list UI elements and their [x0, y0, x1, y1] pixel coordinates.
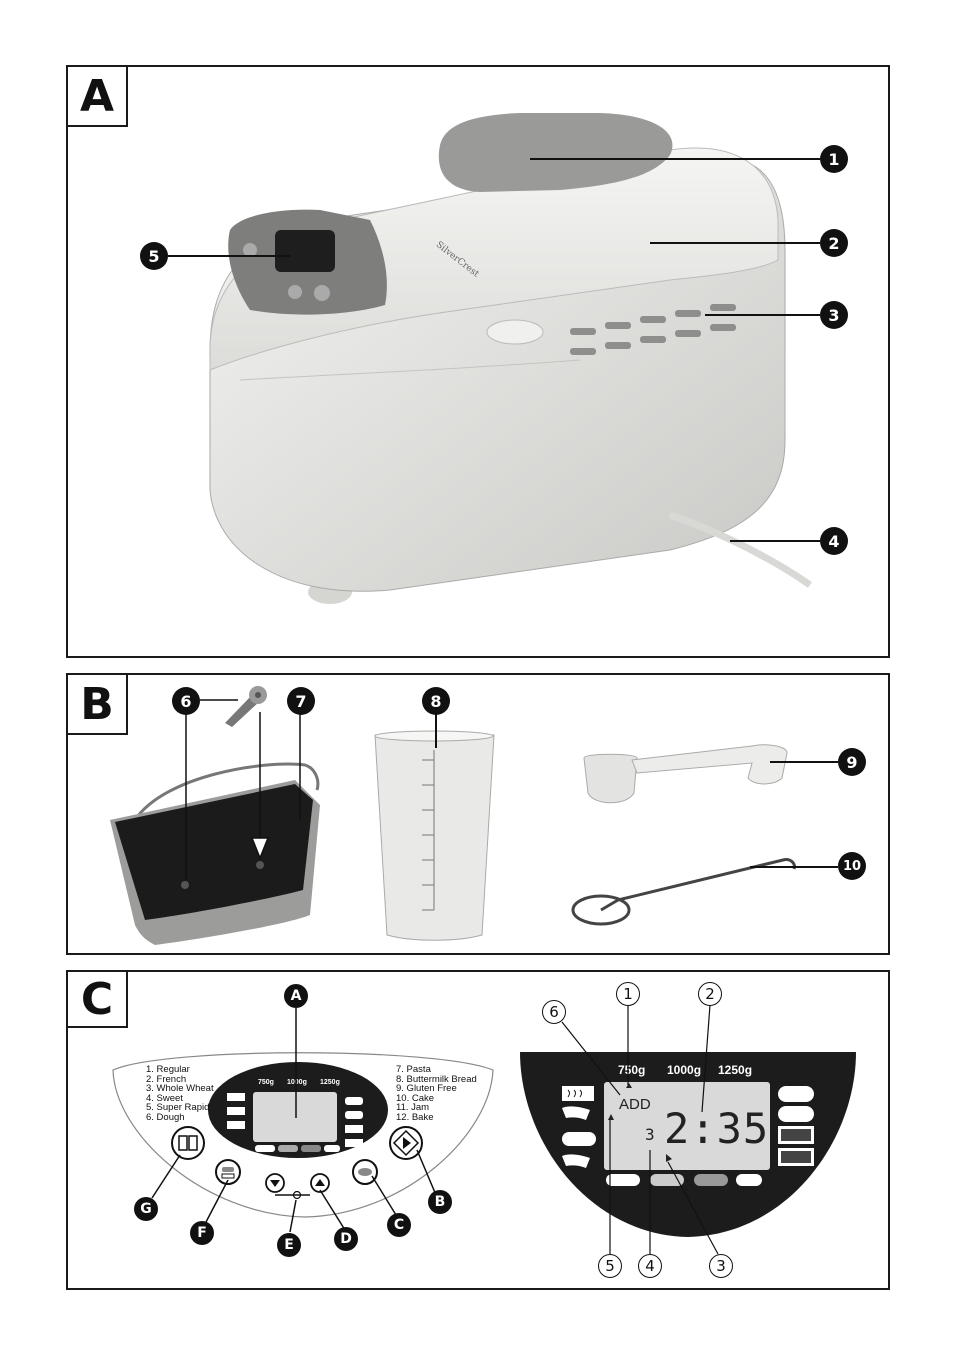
add-indicator: ADD	[619, 1096, 651, 1113]
callout-num-2: 2	[698, 982, 722, 1006]
disp-weight-1250: 1250g	[718, 1063, 753, 1077]
menu-left-item: 5. Super Rapid	[146, 1102, 210, 1114]
panel-b-label: B	[66, 673, 128, 735]
crust-button[interactable]	[351, 1158, 379, 1186]
callout-letter-f: F	[190, 1221, 214, 1245]
cp-weight-1000: 1000g	[287, 1079, 307, 1086]
panel-a-label: A	[66, 65, 128, 127]
start-stop-button[interactable]	[388, 1125, 424, 1161]
kneading-blade-illustration	[225, 686, 267, 727]
menu-right-item: 7. Pasta	[396, 1064, 431, 1075]
panel-a	[66, 65, 890, 658]
leader-2	[650, 242, 820, 244]
callout-letter-a: A	[284, 984, 308, 1008]
callout-num-1: 1	[616, 982, 640, 1006]
callout-9: 9	[838, 748, 866, 776]
leader-1	[530, 158, 820, 160]
bread-maker-illustration	[209, 113, 813, 604]
leader-10	[750, 866, 838, 868]
menu-left-item: 2. French	[146, 1073, 187, 1085]
time-readout: 2:35	[664, 1104, 770, 1153]
weight-button[interactable]	[214, 1158, 242, 1186]
display-enlarged	[520, 1052, 856, 1237]
callout-letter-d: D	[334, 1227, 358, 1251]
callout-letter-b: B	[428, 1190, 452, 1214]
callout-letter-g: G	[134, 1197, 158, 1221]
callout-letter-e: E	[277, 1233, 301, 1257]
time-up-button[interactable]	[309, 1172, 331, 1194]
panel-b	[66, 673, 890, 955]
measuring-spoon-illustration	[583, 744, 788, 804]
time-down-button[interactable]	[264, 1172, 286, 1194]
callout-num-5: 5	[598, 1254, 622, 1278]
callout-8: 8	[422, 687, 450, 715]
panel-c	[66, 970, 890, 1290]
callout-7: 7	[287, 687, 315, 715]
menu-book-icon[interactable]	[170, 1125, 206, 1161]
menu-right-item: 11. Jam	[396, 1102, 430, 1114]
cp-weight-1250: 1250g	[320, 1079, 340, 1086]
menu-left-item: 4. Sweet	[146, 1092, 183, 1104]
callout-letter-c: C	[387, 1213, 411, 1237]
control-panel-outline	[112, 1052, 494, 1218]
menu-left: 1. Regular 2. French 3. Whole Wheat 4. S…	[146, 1065, 214, 1123]
menu-left-item: 6. Dough	[146, 1111, 185, 1123]
leader-9	[770, 761, 838, 763]
bread-pan-illustration	[110, 762, 320, 945]
menu-left-item: 3. Whole Wheat	[146, 1083, 214, 1095]
leader-4	[730, 540, 820, 542]
menu-right-item: 9. Gluten Free	[396, 1083, 457, 1095]
callout-num-3: 3	[709, 1254, 733, 1278]
leader-5	[168, 255, 290, 257]
callout-2: 2	[820, 229, 848, 257]
callout-num-6: 6	[542, 1000, 566, 1024]
leader-8	[435, 708, 437, 748]
callout-6: 6	[172, 687, 200, 715]
callout-4: 4	[820, 527, 848, 555]
callout-5: 5	[140, 242, 168, 270]
leader-3	[705, 314, 820, 316]
callout-3: 3	[820, 301, 848, 329]
disp-weight-750: 750g	[618, 1063, 646, 1077]
callout-10: 10	[838, 852, 866, 880]
cp-weight-750: 750g	[258, 1079, 274, 1086]
menu-right-item: 8. Buttermilk Bread	[396, 1073, 477, 1085]
program-readout: 3	[645, 1125, 655, 1144]
callout-1: 1	[820, 145, 848, 173]
disp-weight-1000: 1000g	[667, 1063, 702, 1077]
menu-left-item: 1. Regular	[146, 1064, 190, 1075]
callout-num-4: 4	[638, 1254, 662, 1278]
menu-right-item: 10. Cake	[396, 1092, 435, 1104]
measuring-cup-illustration	[374, 730, 495, 941]
panel-c-label: C	[66, 970, 128, 1028]
menu-right: 7. Pasta 8. Buttermilk Bread 9. Gluten F…	[396, 1065, 477, 1123]
menu-right-item: 12. Bake	[396, 1111, 434, 1123]
